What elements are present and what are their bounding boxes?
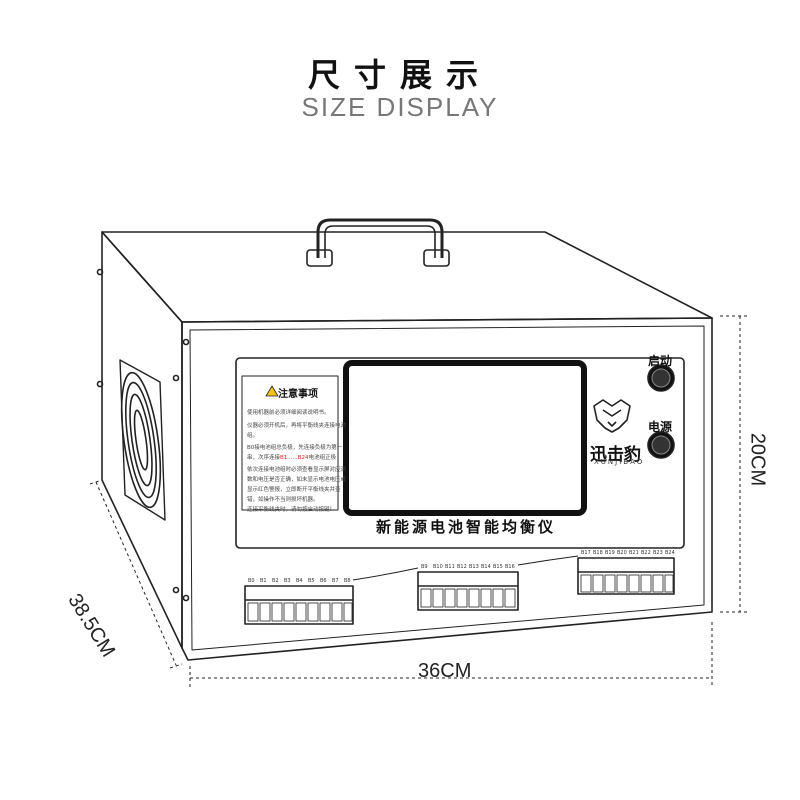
top-face [101,231,713,323]
display-screen [343,360,587,516]
terminal-block-2 [417,571,519,611]
dimension-width-label: 36CM [418,660,472,682]
warning-icon [265,385,279,397]
fan-icon [119,359,166,521]
terminal-label: B18 [593,550,603,556]
terminal-label: B2 [272,578,279,584]
terminal-block-1 [244,585,354,625]
terminal-label: B3 [284,578,291,584]
start-button-label: 启动 [648,354,673,368]
dimension-height-label: 20CM [746,432,769,487]
notice-line: B0接电池组总负极，先连接负极为第一 [247,445,343,451]
terminal-label: B17 [581,550,591,556]
handle [316,218,444,258]
notice-line: 显示红色警报，立即断开平衡线夹并查 [247,487,341,493]
notice-line: 数和电压是否正确，如未显示电池电压或 [247,477,347,483]
notice-line: 依次连接电池组时必须查看显示屏对应测 [247,467,347,473]
notice-title: 注意事项 [278,389,318,400]
notice-line: 连接平衡线夹时，请勿按启动按键！ [247,507,336,513]
terminal-label: B1 [260,578,267,584]
front-face [181,317,713,661]
notice-line: 使用机器前必须详细阅读说明书。 [247,410,330,416]
terminal-label: B16 [505,564,515,570]
page-title-en: SIZE DISPLAY [301,92,499,122]
left-side [101,231,183,649]
notice-highlight: B1......B24 [280,455,309,461]
notice-line: 错，如操作不当则损坏机器。 [247,497,319,503]
terminal-label: B22 [641,550,651,556]
terminal-label: B13 [469,564,479,570]
terminal-label: B23 [653,550,663,556]
notice-line: 组。 [247,433,259,439]
page-title-cn: 尺寸展示 [307,56,492,94]
brand-name-cn: 迅击豹 [590,445,641,465]
terminal-label: B7 [332,578,339,584]
terminal-label: B6 [320,578,327,584]
terminal-label: B21 [629,550,639,556]
terminal-label: B20 [617,550,627,556]
terminal-label: B15 [493,564,503,570]
terminal-label: B0 [248,578,255,584]
brand-name-en: XUNJIBAO [594,458,645,466]
notice-line: 串，次序连接B1......B24电池组正极 [247,455,337,461]
brand-logo-icon [593,399,631,433]
power-button-label: 电源 [648,420,673,434]
handle-grip-left [306,249,333,267]
terminal-label: B14 [481,564,491,570]
terminal-label: B11 [445,564,455,570]
notice-box [241,375,339,511]
screen-caption: 新能源电池智能均衡仪 [375,518,556,536]
dimension-lines [89,315,748,688]
terminal-label: B4 [296,578,303,584]
terminal-label: B5 [308,578,315,584]
terminal-label: B19 [605,550,615,556]
terminal-label: B8 [344,578,351,584]
terminal-block-3 [577,557,675,595]
terminal-label: B9 [421,564,428,570]
handle-grip-right [423,249,450,267]
terminal-label: B24 [665,550,675,556]
terminal-label: B10 [433,564,443,570]
notice-line: 仪器必须开机后，再将平衡线夹连接电池 [247,423,347,429]
terminal-label: B12 [457,564,467,570]
control-panel [235,357,685,549]
